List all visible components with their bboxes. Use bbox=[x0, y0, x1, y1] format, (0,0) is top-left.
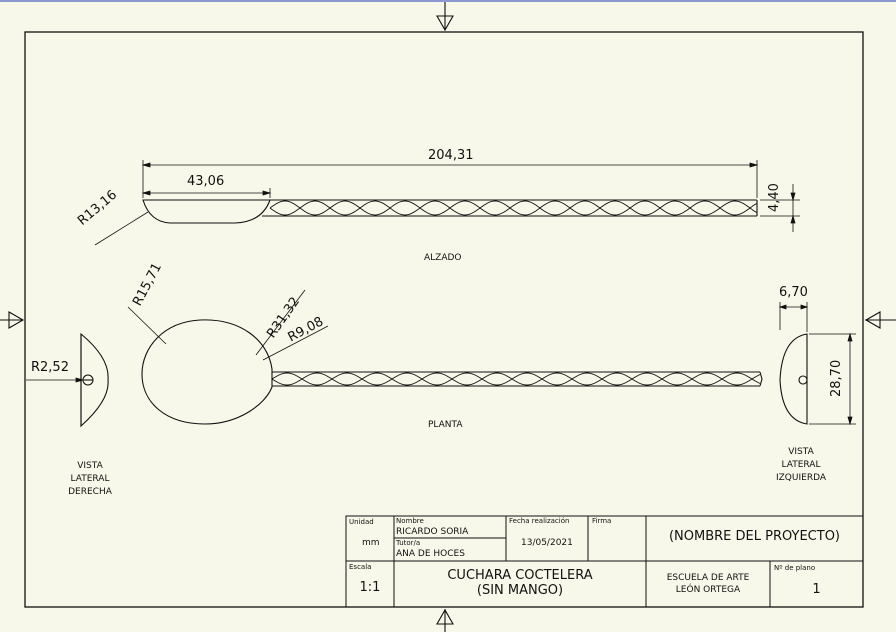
plan-twisted-stem bbox=[271, 372, 761, 386]
view-label-elevation: ALZADO bbox=[424, 253, 462, 263]
tb-date-label: Fecha realización bbox=[509, 517, 570, 525]
tb-scale-value: 1:1 bbox=[359, 580, 381, 595]
tb-school: ESCUELA DE ARTE LEÓN ORTEGA bbox=[646, 573, 770, 596]
elevation-dimensions bbox=[94, 160, 800, 246]
view-label-left-side-line1: VISTA bbox=[788, 447, 814, 457]
tb-tutor-value: ANA DE HOCES bbox=[396, 549, 465, 559]
centering-mark-top bbox=[436, 2, 454, 32]
plan-bowl bbox=[141, 319, 273, 425]
dimension-stem-thickness: 4,40 bbox=[767, 183, 782, 212]
view-label-left-side-line3: IZQUIERDA bbox=[775, 473, 826, 483]
stem-helix-line bbox=[271, 372, 761, 386]
elevation-twisted-stem bbox=[269, 200, 758, 216]
centering-mark-bottom bbox=[436, 608, 454, 632]
view-label-right-side: VISTA LATERAL DERECHA bbox=[40, 462, 140, 497]
dimension-bowl-length: 43,06 bbox=[187, 174, 225, 189]
elevation-view bbox=[142, 199, 758, 224]
right-side-dimension bbox=[26, 377, 85, 383]
tb-project-name: (NOMBRE DEL PROYECTO) bbox=[668, 529, 840, 544]
tb-drawing-title-line2: (SIN MANGO) bbox=[476, 582, 564, 598]
plan-dimensions bbox=[127, 289, 329, 361]
view-label-right-side-line3: DERECHA bbox=[68, 487, 112, 497]
stem-helix-line bbox=[269, 200, 758, 216]
view-label-left-side-line2: LATERAL bbox=[781, 460, 821, 470]
dimension-end-radius: R2,52 bbox=[31, 360, 69, 375]
centering-mark-right bbox=[864, 311, 896, 329]
view-label-plan: PLANTA bbox=[428, 420, 463, 430]
view-label-right-side-line1: VISTA bbox=[77, 461, 103, 471]
tb-name-value: RICARDO SORIA bbox=[396, 527, 469, 537]
plan-view bbox=[141, 319, 763, 425]
dimension-total-length: 204,31 bbox=[428, 148, 474, 163]
tb-scale-label: Escala bbox=[349, 563, 372, 571]
tb-signature-label: Firma bbox=[592, 517, 612, 525]
title-block bbox=[345, 515, 864, 608]
tb-date-value: 13/05/2021 bbox=[521, 538, 573, 548]
tb-drawing-title: CUCHARA COCTELERA (SIN MANGO) bbox=[394, 568, 646, 599]
tb-name-label: Nombre bbox=[396, 517, 424, 525]
centering-mark-left bbox=[0, 311, 25, 329]
tb-sheet-label: Nº de plano bbox=[774, 564, 816, 572]
view-label-left-side: VISTA LATERAL IZQUIERDA bbox=[751, 448, 851, 483]
stem-helix-line bbox=[271, 372, 761, 386]
tb-unit-label: Unidad bbox=[349, 518, 374, 526]
tb-drawing-title-line1: CUCHARA COCTELERA bbox=[447, 568, 593, 583]
tb-school-line1: ESCUELA DE ARTE bbox=[666, 573, 750, 583]
dimension-side-height: 28,70 bbox=[829, 359, 844, 397]
tb-sheet-value: 1 bbox=[812, 582, 821, 597]
left-side-dimensions bbox=[778, 302, 856, 426]
left-side-view bbox=[779, 333, 808, 425]
dimension-side-width: 6,70 bbox=[779, 285, 808, 300]
elevation-bowl bbox=[142, 199, 271, 224]
tb-unit-value: mm bbox=[362, 538, 380, 548]
stem-helix-line bbox=[269, 200, 758, 216]
view-label-right-side-line2: LATERAL bbox=[70, 474, 110, 484]
tb-tutor-label: Tutor/a bbox=[396, 539, 421, 547]
tb-school-line2: LEÓN ORTEGA bbox=[675, 584, 741, 595]
